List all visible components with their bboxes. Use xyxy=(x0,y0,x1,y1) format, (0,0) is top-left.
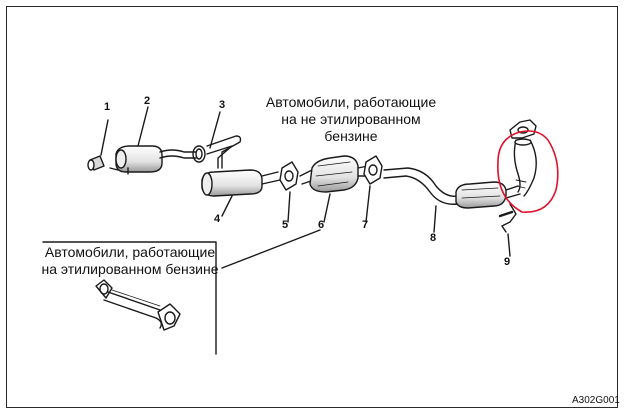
leader-7 xyxy=(365,185,371,223)
leader-8 xyxy=(433,205,437,233)
caption-leaded: Автомобили, работающие на этилированном … xyxy=(41,244,219,277)
intermediate-pipe-part-4 xyxy=(201,135,281,197)
leader-6 xyxy=(323,193,331,223)
leader-9 xyxy=(507,233,511,257)
callout-5: 5 xyxy=(282,219,289,231)
oxygen-sensor-part-9 xyxy=(498,203,517,233)
rear-muffler-part-2 xyxy=(109,145,197,175)
leader-1 xyxy=(100,119,109,156)
highlight-circle xyxy=(497,130,559,213)
catalytic-converter-part-6 xyxy=(299,155,369,193)
callout-1: 1 xyxy=(104,101,111,113)
gasket-part-3 xyxy=(192,145,206,163)
front-pipe-part-8 xyxy=(383,167,521,209)
callout-4: 4 xyxy=(214,213,221,225)
callout-9: 9 xyxy=(504,256,511,268)
leader-2 xyxy=(137,106,149,147)
callout-6: 6 xyxy=(318,219,325,231)
leader-3 xyxy=(209,111,221,149)
figure-code: A302G001 xyxy=(572,395,620,406)
leaded-callout-leader xyxy=(221,229,321,269)
tailpipe-tip-part-1 xyxy=(87,155,105,171)
callout-3: 3 xyxy=(219,99,226,111)
leader-4 xyxy=(221,195,233,217)
flange-gasket-part-7 xyxy=(363,155,383,185)
caption-unleaded: Автомобили, работающие на не этилированн… xyxy=(265,94,437,144)
callout-7: 7 xyxy=(362,219,369,231)
leaded-straight-pipe xyxy=(95,279,181,331)
callout-8: 8 xyxy=(430,232,437,244)
downpipe-with-flange xyxy=(509,119,537,197)
callout-2: 2 xyxy=(144,95,151,107)
flange-gasket-part-5 xyxy=(279,161,299,191)
diagram-frame xyxy=(6,6,618,408)
leaded-callout-frame xyxy=(42,241,217,355)
leader-5 xyxy=(287,191,291,223)
